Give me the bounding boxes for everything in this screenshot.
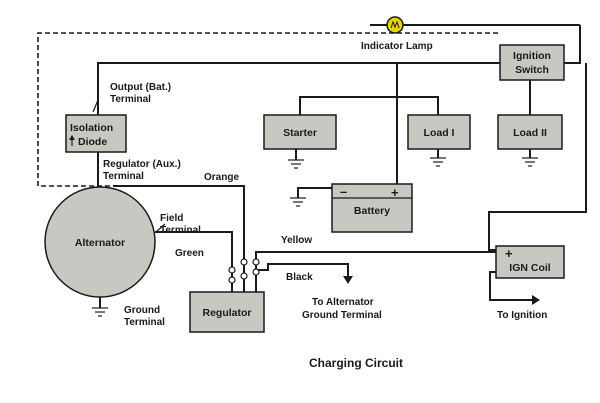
ignition-switch-label-2: Switch [515, 64, 549, 76]
ground-terminal-label-1: Ground [124, 305, 160, 316]
green-wire-label: Green [175, 248, 204, 259]
regulator-label: Regulator [202, 307, 251, 319]
to-ignition-wire [489, 271, 532, 301]
indicator-lamp-icon [386, 16, 404, 34]
load1-feed-wire [397, 96, 439, 115]
to-ignition-arrow [532, 295, 540, 305]
isolation-diode-box [65, 114, 127, 153]
yellow-wire-label: Yellow [281, 235, 312, 246]
battery-label: Battery [354, 205, 390, 217]
load2-label: Load II [513, 127, 547, 139]
black-wire-label: Black [286, 272, 313, 283]
indicator-lamp-label: Indicator Lamp [361, 41, 433, 52]
ign-coil-feed-wire [488, 63, 587, 251]
green-wire [155, 231, 233, 262]
ign-coil-label: IGN Coil [509, 262, 550, 274]
regulator-aux-terminal-label-2: Terminal [103, 171, 144, 182]
field-terminal-label-1: Field [160, 213, 183, 224]
load1-label: Load I [424, 127, 455, 139]
output-terminal-label-1: Output (Bat.) [110, 82, 171, 93]
to-alternator-ground-label-1: To Alternator [312, 297, 374, 308]
to-ignition-label: To Ignition [497, 310, 547, 321]
starter-label: Starter [283, 127, 317, 139]
field-terminal-arrow-icon [155, 223, 166, 233]
orange-wire-label: Orange [204, 172, 239, 183]
alternator-label: Alternator [75, 237, 125, 249]
load2-box [497, 114, 563, 150]
ign-coil-plus-sign: + [505, 246, 513, 261]
ignition-switch-label-1: Ignition [513, 50, 551, 62]
to-alternator-ground-label-2: Ground Terminal [302, 310, 382, 321]
indicator-lamp-dashed-wire [37, 32, 498, 187]
ign-coil-box [495, 245, 565, 279]
diagram-caption: Charging Circuit [309, 356, 403, 370]
output-terminal-arrow [92, 99, 99, 113]
output-terminal-label-2: Terminal [110, 94, 151, 105]
battery-minus-wire [297, 187, 332, 198]
regulator-box [189, 291, 265, 333]
ignition-switch-box [499, 44, 565, 81]
field-terminal-label-2: Terminal [160, 225, 201, 236]
black-wire-arrow [343, 276, 353, 284]
wiring [37, 24, 587, 305]
battery-ground-icon [290, 197, 306, 207]
black-wire [256, 263, 349, 276]
orange-wire [113, 185, 245, 262]
ground-symbols [92, 149, 538, 317]
load1-ground-icon [430, 149, 446, 167]
isolation-diode-label-1: Isolation [70, 122, 113, 134]
starter-box [263, 114, 337, 150]
starter-feed-wire [299, 96, 397, 115]
regulator-aux-terminal-label-1: Regulator (Aux.) [103, 159, 181, 170]
ground-terminal-label-2: Terminal [124, 317, 165, 328]
alternator-circle [44, 186, 156, 298]
diode-arrow-icon [69, 135, 75, 146]
ignition-switch-right-wire [564, 25, 581, 64]
battery-plus-sign: + [391, 185, 399, 200]
load2-ground-icon [522, 149, 538, 167]
alternator-ground-icon [92, 295, 108, 317]
regulator-terminals-icon [228, 258, 260, 292]
isolation-diode-label-2: Diode [78, 136, 107, 148]
battery-minus-sign: – [340, 184, 347, 199]
yellow-wire [255, 251, 496, 262]
starter-ground-icon [288, 149, 304, 169]
battery-box [331, 183, 413, 233]
output-terminal-wire [97, 62, 397, 115]
load1-box [407, 114, 471, 150]
